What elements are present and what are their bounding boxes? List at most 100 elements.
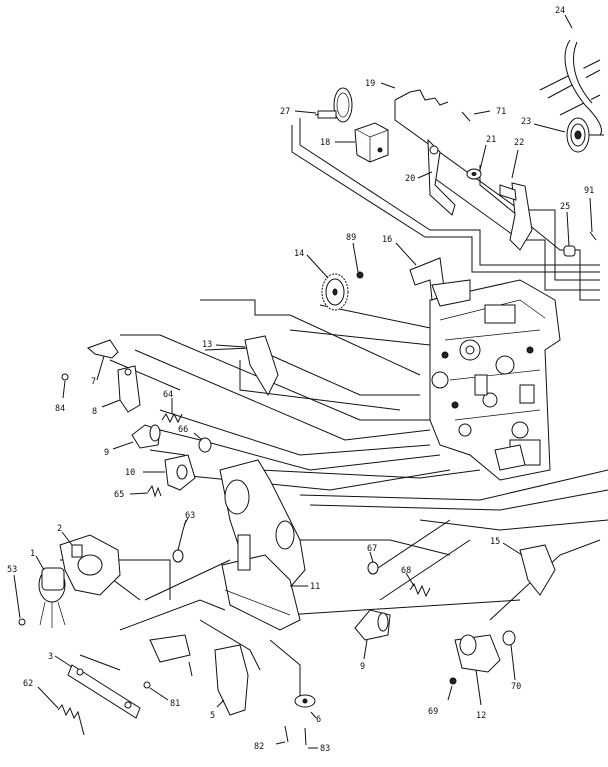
svg-text:67: 67 (367, 544, 377, 554)
part-15-lever (519, 544, 556, 596)
svg-text:2: 2 (57, 524, 62, 534)
part-18-solenoid (354, 122, 389, 163)
svg-text:24: 24 (555, 6, 565, 16)
part-89-washer (356, 271, 364, 279)
svg-text:22: 22 (514, 138, 524, 148)
part-91-screw (589, 231, 597, 241)
callout-27: 27 (280, 107, 317, 117)
callout-12: 12 (475, 669, 486, 721)
part-14-gear (321, 273, 349, 311)
svg-text:21: 21 (486, 135, 496, 145)
callout-82: 82 (254, 741, 286, 752)
svg-text:68: 68 (401, 566, 411, 576)
svg-text:62: 62 (23, 679, 33, 689)
svg-text:64: 64 (163, 390, 173, 400)
callout-3: 3 (48, 652, 73, 668)
part-67-ring (367, 561, 379, 575)
part-25-bushing (563, 245, 576, 257)
svg-text:9: 9 (104, 448, 109, 458)
callout-63: 63 (183, 511, 195, 526)
svg-text:82: 82 (254, 742, 264, 752)
callout-8: 8 (92, 399, 121, 417)
part-22-arm (499, 182, 533, 251)
part-19-spring (394, 89, 449, 106)
callout-53: 53 (7, 565, 21, 619)
part-81-screw (143, 681, 151, 689)
part-83-screw (304, 727, 307, 746)
svg-text:81: 81 (170, 699, 180, 709)
callout-22: 22 (511, 138, 524, 179)
callout-89: 89 (346, 233, 359, 273)
svg-text:20: 20 (405, 174, 415, 184)
svg-text:10: 10 (125, 468, 135, 478)
svg-text:15: 15 (490, 537, 500, 547)
callout-10: 10 (125, 468, 165, 478)
callout-1: 1 (30, 549, 45, 571)
svg-text:12: 12 (476, 711, 486, 721)
part-27-spindle-gear (314, 87, 353, 123)
callout-5: 5 (210, 699, 225, 721)
callout-4 (188, 661, 193, 677)
callout-21: 21 (479, 135, 496, 171)
svg-text:18: 18 (320, 138, 330, 148)
svg-text:11: 11 (310, 582, 320, 592)
svg-text:84: 84 (55, 404, 65, 414)
part-71-pin (461, 111, 471, 122)
callout-91: 91 (584, 186, 594, 233)
callout-labels: 24 19 27 71 23 18 21 22 20 25 91 89 16 1… (7, 6, 594, 754)
callout-13: 13 (202, 340, 246, 350)
part-4-bracket (149, 634, 191, 663)
part-53-screw (18, 618, 26, 626)
callout-7: 7 (91, 355, 105, 387)
svg-text:25: 25 (560, 202, 570, 212)
svg-text:63: 63 (185, 511, 195, 521)
callout-62: 62 (23, 679, 59, 709)
svg-text:3: 3 (48, 652, 53, 662)
part-7-clip (87, 339, 119, 359)
svg-text:27: 27 (280, 107, 290, 117)
svg-text:23: 23 (521, 117, 531, 127)
part-84-screw (61, 373, 69, 381)
callout-71: 71 (473, 107, 506, 117)
part-66-ring (198, 437, 212, 453)
part-3-rail (67, 664, 141, 719)
callout-2: 2 (57, 524, 73, 546)
svg-text:6: 6 (316, 715, 321, 725)
part-24-belt (564, 39, 602, 136)
svg-text:53: 53 (7, 565, 17, 575)
svg-text:69: 69 (428, 707, 438, 717)
callout-9-upper: 9 (104, 441, 134, 458)
part-68-spring (409, 582, 431, 598)
svg-text:83: 83 (320, 744, 330, 754)
svg-text:1: 1 (30, 549, 35, 559)
callout-15: 15 (490, 537, 523, 556)
part-5-board (214, 644, 249, 716)
callout-66: 66 (178, 425, 203, 441)
callout-11: 11 (290, 582, 320, 592)
part-65-spring (147, 484, 162, 498)
callout-16: 16 (382, 235, 417, 266)
callout-81: 81 (149, 687, 180, 709)
callout-14: 14 (294, 249, 329, 279)
svg-text:5: 5 (210, 711, 215, 721)
part-21-washer (466, 168, 482, 180)
part-20-lever (427, 138, 456, 216)
callout-23: 23 (521, 117, 566, 133)
part-16-bracket (409, 257, 471, 307)
callout-83: 83 (308, 744, 330, 754)
callout-6: 6 (310, 711, 321, 725)
part-64-spring (161, 412, 183, 424)
callout-9-lower: 9 (360, 639, 368, 672)
callout-69: 69 (428, 685, 453, 717)
part-13-plate (244, 335, 279, 397)
svg-text:70: 70 (511, 682, 521, 692)
svg-text:71: 71 (496, 107, 506, 117)
part-1-motor (38, 567, 66, 628)
part-23-pulley (566, 117, 604, 153)
part-82-screw (284, 725, 289, 743)
svg-text:7: 7 (91, 377, 96, 387)
part-11-frame (219, 459, 306, 631)
part-9-roller-lower (354, 609, 391, 641)
svg-text:16: 16 (382, 235, 392, 245)
